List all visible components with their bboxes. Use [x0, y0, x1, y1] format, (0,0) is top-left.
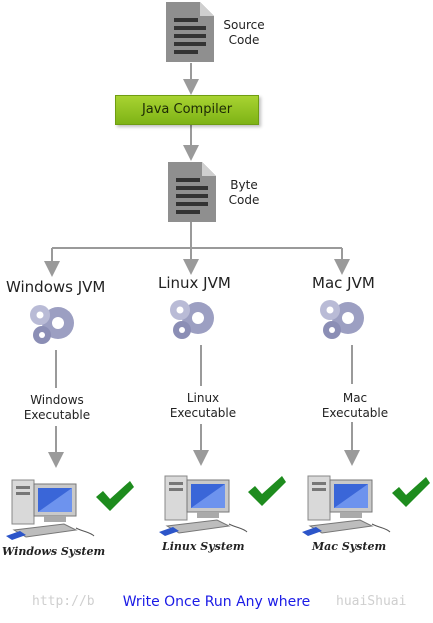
linux-check-icon — [248, 476, 286, 506]
slogan-text: Write Once Run Any where — [122, 594, 311, 610]
windows-check-icon — [96, 481, 134, 511]
linux-computer-icon — [158, 475, 248, 537]
mac-computer-icon — [301, 475, 391, 537]
mac-jvm-label: Mac JVM — [312, 274, 375, 292]
linux-jvm-label: Linux JVM — [158, 274, 231, 292]
windows-computer-icon — [5, 479, 95, 541]
mac-jvm-gears-icon — [320, 300, 364, 339]
linux-system-label: Linux System — [162, 540, 245, 553]
byte-code-document-icon — [168, 162, 216, 222]
mac-system-label: Mac System — [312, 540, 387, 553]
java-compiler-label: Java Compiler — [141, 102, 233, 117]
byte-code-label: Byte Code — [228, 178, 260, 207]
linux-executable-label: Linux Executable — [160, 391, 246, 421]
source-code-label: Source Code — [223, 18, 265, 47]
windows-executable-label: Windows Executable — [14, 393, 100, 423]
windows-jvm-label: Windows JVM — [6, 278, 106, 296]
footer: http://b huaiShuai Write Once Run Any wh… — [0, 594, 433, 614]
watermark-left: http://b — [32, 594, 95, 609]
mac-executable-label: Mac Executable — [312, 391, 398, 421]
linux-jvm-gears-icon — [170, 300, 214, 339]
windows-system-label: Windows System — [2, 545, 106, 558]
windows-jvm-gears-icon — [30, 305, 74, 344]
mac-check-icon — [392, 477, 430, 507]
java-compiler-box: Java Compiler — [115, 95, 259, 125]
source-code-document-icon — [166, 2, 214, 62]
watermark-right: huaiShuai — [336, 594, 407, 609]
